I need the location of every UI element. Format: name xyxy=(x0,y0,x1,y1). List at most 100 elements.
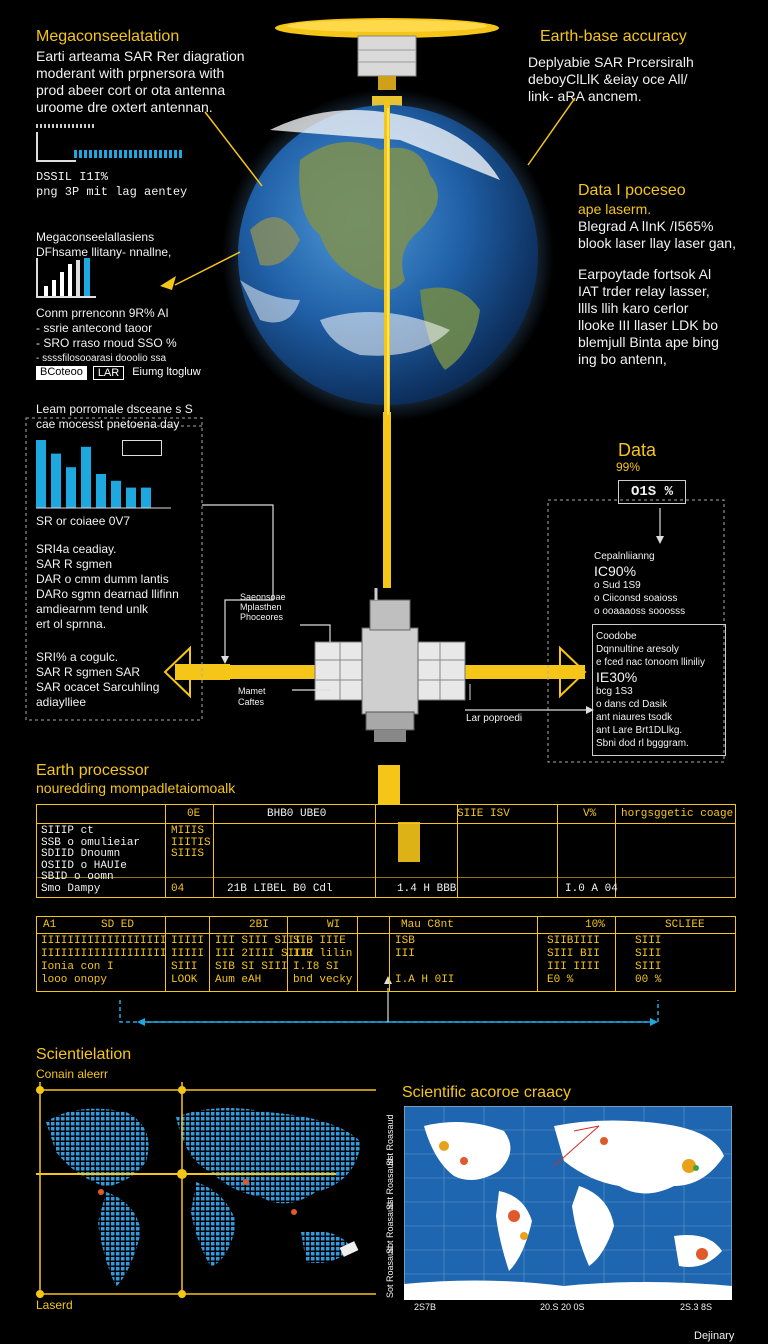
right-data-line-13: ant Lare Brt1DLlkg. xyxy=(596,725,683,736)
table2-cell: E0 % xyxy=(547,974,574,986)
left-chart-legend-box xyxy=(122,440,162,456)
table2-cell: SIIBIIII xyxy=(547,935,600,947)
right-block-line-5: lllls llih karo cerlor xyxy=(578,300,689,316)
left-chart-title: Leam porromale dsceane s S cae mocesst p… xyxy=(36,402,193,432)
left-block-2-title-2: DFhsame llitany- nnallne, xyxy=(36,245,172,259)
table-section-subtitle: nouredding mompadletaiomoalk xyxy=(36,780,236,796)
table2-cell: III IIII xyxy=(547,961,600,973)
right-data-line-9: IE30% xyxy=(596,669,638,685)
top-left-line-4: uroome dre oxtert antennan. xyxy=(36,99,213,115)
table2-header-6: 10% xyxy=(585,919,605,931)
left-chart-bar xyxy=(141,487,151,508)
top-left-line-1: Earti arteama SAR Rer diagration xyxy=(36,48,245,64)
right-data-line-5: o ooaaaoss sooosss xyxy=(594,606,686,617)
tag-3: Eiumg ltogluw xyxy=(132,366,201,378)
right-block-subtitle: ape laserm. xyxy=(578,201,652,217)
left-stat-line-1: DSSIL I1I% xyxy=(36,170,109,184)
left-mid-line-6: ert ol sprnna. xyxy=(36,617,107,631)
satellite-label-right: Lar poproedi xyxy=(466,713,523,724)
top-right-text: Deplyabie SAR Prcersiralh deboyClLlK &ei… xyxy=(528,54,694,105)
table1-cell: MIIIS xyxy=(171,825,205,837)
right-block-line-7: blemjull Binta ape bing xyxy=(578,334,719,350)
table2-cell: bnd vecky xyxy=(293,974,353,986)
left-mid-line-3: DAR o cmm dumm lantis xyxy=(36,572,169,586)
left-chart-bar xyxy=(51,453,61,508)
table1-cell: Smo Dampy xyxy=(41,882,101,895)
table2-cell: looo onopy xyxy=(41,974,108,986)
table1-cell: SSB o omulieiar xyxy=(41,836,141,849)
x-label-2: 20.S 20 0S xyxy=(540,1302,585,1312)
left-block-2-title: Megaconseelallasiens DFhsame llitany- nn… xyxy=(36,230,171,260)
right-block-text-1: Blegrad A lInK /I565% blook laser llay l… xyxy=(578,218,736,252)
left-mid-line-8: SAR R sgmen SAR xyxy=(36,665,141,679)
bottom-left-subtitle: Conain aleerr xyxy=(36,1067,109,1081)
top-right-line-1: Deplyabie SAR Prcersiralh xyxy=(528,54,694,70)
table1-cell: 21B LIBEL B0 Cdl xyxy=(227,882,333,895)
sat-label-bottom-2: Caftes xyxy=(238,697,265,707)
right-data-line-12: ant niaures tsodk xyxy=(596,712,673,723)
left-chart-bar xyxy=(126,487,136,508)
table2-cell: I.A H 0II xyxy=(395,974,455,986)
table2-cell: Ionia con I xyxy=(41,961,114,973)
right-block-line-1: Blegrad A lInK /I565% xyxy=(578,218,714,234)
table2-header-3: 2BI xyxy=(249,919,269,931)
table2-header-2: SD ED xyxy=(101,919,135,931)
top-right-line-3: link- aRA ancnem. xyxy=(528,88,642,104)
table1-header-4: V% xyxy=(583,808,597,820)
right-data-title: Data xyxy=(618,440,657,460)
sat-label-top-2: Mplasthen xyxy=(240,602,282,612)
table1-header-5: horgsggetic coage xyxy=(621,808,734,820)
top-left-line-3: prod abeer cort or ota antenna xyxy=(36,82,226,98)
table1-cell: SBID o oomn xyxy=(41,871,114,883)
table2-cell: SIII xyxy=(635,961,662,973)
left-block-2-item-4: - ssssfilosooarasi dooolio ssa xyxy=(36,353,167,364)
table2-cell: SIII xyxy=(171,961,198,973)
left-chart-title-2: cae mocesst pnetoena day xyxy=(36,417,180,431)
right-data-line-6: Coodobe xyxy=(596,631,637,642)
right-block-line-2: blook laser llay laser gan, xyxy=(578,235,736,251)
left-mid-line-10: adiaylliee xyxy=(36,695,87,709)
table2-header-4: WI xyxy=(327,919,341,931)
x-label-3: 2S.3 8S xyxy=(680,1302,713,1312)
satellite-label-bottom: Mamet Caftes xyxy=(238,686,266,708)
right-data-line-14: Sbni dod rl bgggram. xyxy=(596,738,689,749)
table1-cell: SIIIP ct xyxy=(41,825,94,837)
top-right-title: Earth-base accuracy xyxy=(540,28,687,45)
data-table-1: 0E BHB0 UBE0 SIIE ISV V% horgsggetic coa… xyxy=(36,804,736,898)
top-right-line-2: deboyClLlK &eiay oce All/ xyxy=(528,71,688,87)
right-data-box-2 xyxy=(592,624,726,756)
left-bar-chart xyxy=(36,440,171,509)
satellite-label-top: Saeonsoae Mplasthen Phoceores xyxy=(240,592,286,622)
left-mid-line-1: SRI4a ceadiay. xyxy=(36,542,117,556)
left-mid-line-9: SAR ocacet Sarcuhling xyxy=(36,680,160,694)
left-chart-title-1: Leam porromale dsceane s S xyxy=(36,402,193,416)
mini-histogram xyxy=(36,258,96,298)
left-mid-block-2: SRI% a cogulc. SAR R sgmen SAR SAR ocace… xyxy=(36,650,159,710)
table2-cell: IIIII xyxy=(171,948,205,960)
right-data-block-2: Coodobe Dqnnultine aresoly e fced nac to… xyxy=(596,630,705,750)
colored-world-map xyxy=(404,1106,732,1300)
table2-cell: III SIII SIII xyxy=(215,935,301,947)
table2-cell: IIIIIIIIIIIIIIIIIII xyxy=(41,948,167,960)
left-chart-bar xyxy=(81,446,91,508)
table2-cell: I.I8 SI xyxy=(293,961,340,973)
left-block-2-title-1: Megaconseelallasiens xyxy=(36,230,155,244)
right-data-line-2: IC90% xyxy=(594,563,637,579)
right-data-line-1: Cepalnliianng xyxy=(594,551,655,562)
sat-label-top-3: Phoceores xyxy=(240,612,284,622)
table2-header-5: Mau C8nt xyxy=(401,919,454,931)
right-block-line-3: Earpoytade fortsok Al xyxy=(578,266,712,282)
left-chart-bar xyxy=(36,440,46,508)
top-left-line-2: moderant with prpnersora with xyxy=(36,65,225,81)
left-mid-line-5: amdiearnm tend unlk xyxy=(36,602,149,616)
satellite-icon xyxy=(163,588,587,742)
left-block-2-item-1: Conm prrenconn 9R% AI xyxy=(36,306,169,320)
tag-2: LAR xyxy=(92,366,125,380)
table2-cell: SIII BII xyxy=(547,948,600,960)
footer-text: Dejinary xyxy=(694,1330,735,1342)
left-stat-line-2: png 3P mit lag aentey xyxy=(36,185,188,199)
right-data-line-8: e fced nac tonoom lliniliy xyxy=(596,657,705,668)
bottom-left-caption: Laserd xyxy=(36,1298,73,1312)
table2-header-7: SCLIEE xyxy=(665,919,705,931)
